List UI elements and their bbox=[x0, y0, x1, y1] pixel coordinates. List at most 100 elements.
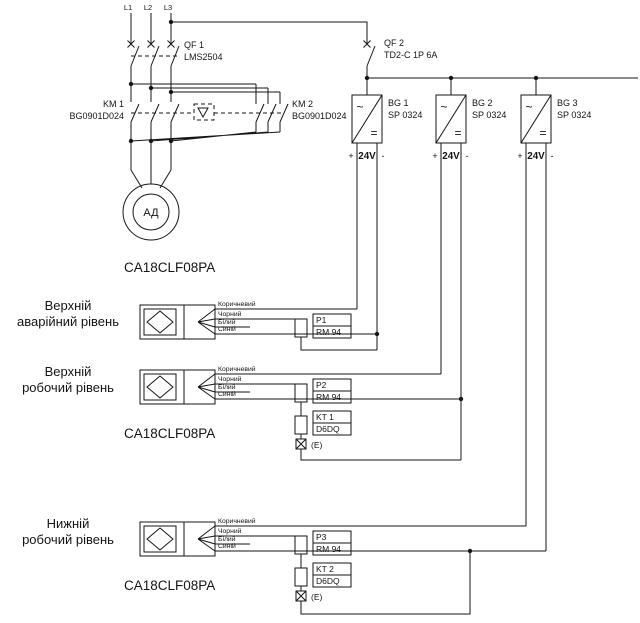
qf1-model: LMS2504 bbox=[184, 52, 223, 62]
qf1-breaker-x-marks bbox=[127, 40, 175, 48]
sensor-wires bbox=[215, 308, 377, 335]
psu-output-wires bbox=[356, 143, 378, 350]
dc-symbol: = bbox=[370, 126, 377, 140]
timer-kt2-model: D6DQ bbox=[316, 576, 340, 586]
psu-output-wires bbox=[525, 143, 547, 551]
ac-symbol: ~ bbox=[440, 100, 447, 114]
junction-dot bbox=[168, 89, 174, 95]
timer-contact-x-icon bbox=[295, 590, 307, 602]
wire-label-blue: Синій bbox=[218, 542, 236, 550]
timer-kt1-coil bbox=[294, 415, 308, 435]
junction-dot bbox=[148, 85, 154, 91]
sensor-block-upper-emergency: Верхній аварійний рівень CA18CLF08PA Кор… bbox=[17, 260, 380, 351]
sensor-wires bbox=[215, 525, 546, 552]
km2-branch-wires bbox=[130, 83, 281, 142]
plus-label: + bbox=[348, 151, 353, 161]
sensor-cable-fan bbox=[197, 525, 216, 552]
sensor-model-label: CA18CLF08PA bbox=[124, 578, 215, 593]
junction-dot bbox=[533, 75, 539, 81]
qf2-model: TD2-C 1P 6A bbox=[384, 50, 437, 60]
voltage-label: 24V bbox=[442, 151, 460, 162]
section-title-line2: робочий рівень bbox=[22, 380, 114, 395]
wire-label-white: Білий bbox=[218, 383, 236, 391]
psu-box bbox=[351, 94, 383, 144]
dc-symbol: = bbox=[454, 126, 461, 140]
plus-label: + bbox=[517, 151, 522, 161]
relay-p3-model: RM 94 bbox=[316, 544, 341, 554]
psu-bg1: ~ = + 24V - BG 1 SP 0324 bbox=[348, 94, 422, 350]
section-title-line1: Нижній bbox=[47, 516, 90, 531]
junction-dot bbox=[467, 548, 473, 554]
timer-e-mark: (E) bbox=[311, 440, 323, 450]
km2-contacts bbox=[255, 103, 289, 123]
psu-bg2: ~ = + 24V - BG 2 SP 0324 bbox=[432, 94, 506, 460]
section-title-line2: аварійний рівень bbox=[17, 314, 119, 329]
section-title-line1: Верхній bbox=[45, 298, 92, 313]
relay-p2-model: RM 94 bbox=[316, 392, 341, 402]
km2-name: KM 2 bbox=[292, 99, 313, 109]
section-title-line2: робочий рівень bbox=[22, 532, 114, 547]
sensor-block-upper-working: Верхній робочий рівень CA18CLF08PA Корич… bbox=[22, 364, 464, 461]
phase-label-l2: L2 bbox=[144, 3, 152, 12]
minus-label: - bbox=[466, 151, 469, 161]
km2-model: BG0901D024 bbox=[292, 111, 347, 121]
psu-box bbox=[435, 94, 467, 144]
psu-divider-diagonal bbox=[435, 94, 467, 144]
junction-dot bbox=[148, 138, 154, 144]
junction-dot bbox=[374, 331, 380, 337]
psu-model: SP 0324 bbox=[388, 110, 422, 120]
sensor-model-label: CA18CLF08PA bbox=[124, 260, 215, 275]
sensor-wires bbox=[215, 373, 461, 400]
junction-dot bbox=[168, 138, 174, 144]
psu-output-wires bbox=[440, 143, 462, 460]
phase-label-l1: L1 bbox=[124, 3, 132, 12]
wire-label-white: Білий bbox=[218, 535, 236, 543]
section-title-line1: Верхній bbox=[45, 364, 92, 379]
timer-contact-x-icon bbox=[295, 438, 307, 450]
qf2-breaker-contact bbox=[366, 45, 376, 67]
motor-leads bbox=[130, 169, 172, 189]
minus-label: - bbox=[551, 151, 554, 161]
sensor-head bbox=[143, 373, 177, 401]
ac-symbol: ~ bbox=[356, 100, 363, 114]
qf2-name: QF 2 bbox=[384, 38, 404, 48]
psu-box bbox=[520, 94, 552, 144]
timer-kt1-model: D6DQ bbox=[316, 424, 340, 434]
sensor-block-lower-working: Нижній робочий рівень CA18CLF08PA Коричн… bbox=[22, 516, 546, 615]
sensor-body bbox=[139, 369, 216, 405]
timer-return-wire bbox=[300, 551, 471, 615]
junction-dot bbox=[364, 75, 370, 81]
wire-label-black: Чорний bbox=[218, 375, 242, 383]
wire-label-black: Чорний bbox=[218, 310, 242, 318]
wire-label-white: Білий bbox=[218, 318, 236, 326]
psu-name: BG 1 bbox=[388, 98, 409, 108]
wire-label-black: Чорний bbox=[218, 527, 242, 535]
psu-model: SP 0324 bbox=[472, 110, 506, 120]
interlock-triangle-icon bbox=[197, 107, 209, 119]
minus-label: - bbox=[382, 151, 385, 161]
ac-symbol: ~ bbox=[525, 100, 532, 114]
psu-name: BG 2 bbox=[472, 98, 493, 108]
wire-label-blue: Синій bbox=[218, 390, 236, 398]
wire-label-brown: Коричневий bbox=[218, 365, 256, 373]
junction-dot bbox=[448, 75, 454, 81]
wire-label-blue: Синій bbox=[218, 325, 236, 333]
three-phase-section: L1 L2 L3 QF 1 LMS2504 KM 1 BG0901D024 KM… bbox=[69, 3, 347, 241]
km1-name: KM 1 bbox=[103, 99, 124, 109]
sensor-face-icon bbox=[146, 527, 174, 551]
sensor-body bbox=[139, 304, 216, 340]
sensor-face-icon bbox=[146, 310, 174, 334]
psu-model: SP 0324 bbox=[557, 110, 591, 120]
junction-dot bbox=[458, 396, 464, 402]
voltage-label: 24V bbox=[527, 151, 545, 162]
sensor-model-label: CA18CLF08PA bbox=[124, 426, 215, 441]
timer-e-mark: (E) bbox=[311, 592, 323, 602]
relay-p1-name: P1 bbox=[316, 315, 327, 325]
qf2-feed-wire bbox=[171, 21, 368, 95]
timer-kt1-name: KT 1 bbox=[316, 412, 334, 422]
phase-lines bbox=[130, 13, 172, 170]
motor-symbol bbox=[122, 183, 180, 241]
wire-label-brown: Коричневий bbox=[218, 517, 256, 525]
